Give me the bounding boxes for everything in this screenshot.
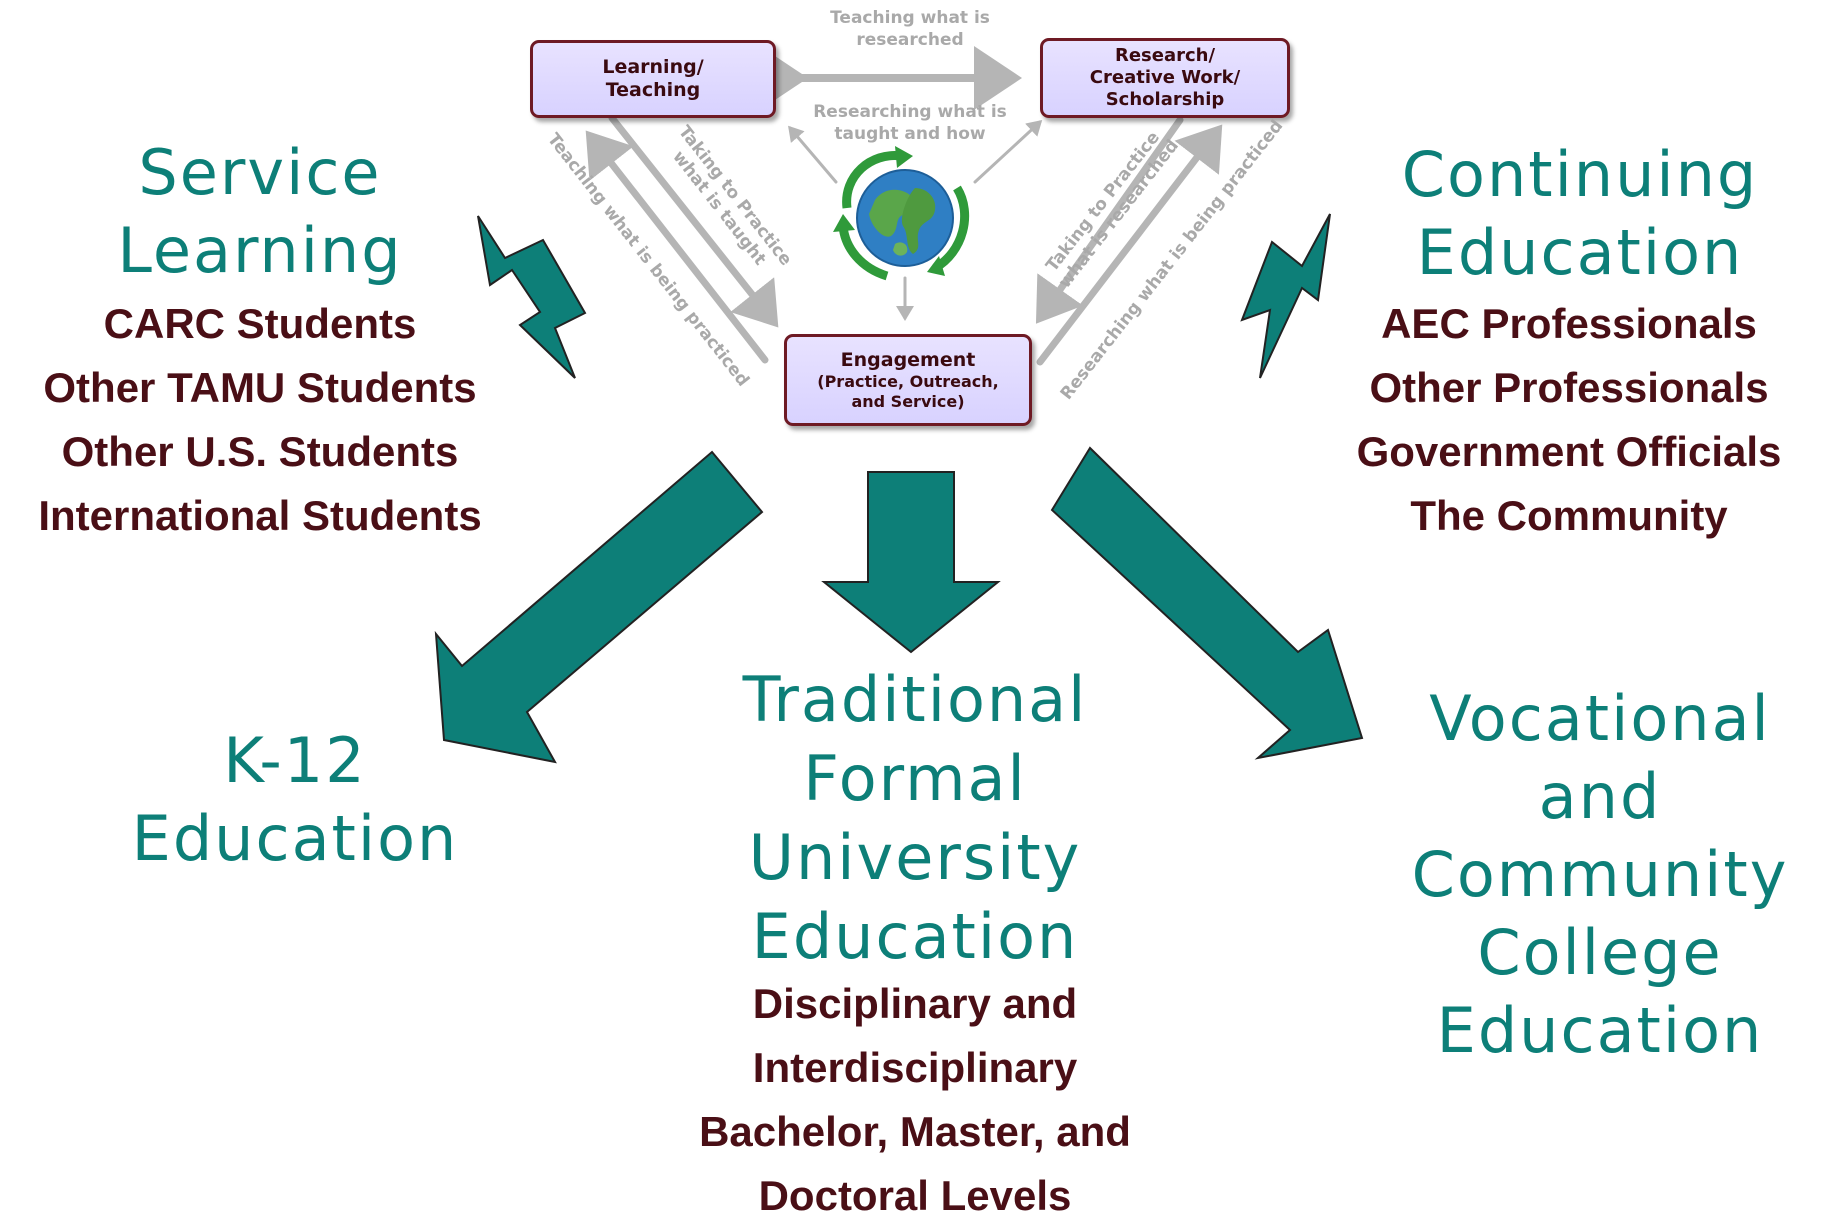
research-box: Research/ Creative Work/ Scholarship (1040, 38, 1290, 118)
group-item: Government Officials (1356, 428, 1782, 475)
arrow-globe-to-learning (788, 125, 838, 184)
zigzag-arrow-left (477, 215, 587, 379)
zigzag-arrow-right (1240, 213, 1331, 379)
arrow-learning-to-engagement (608, 114, 779, 328)
big-arrow-k12 (434, 450, 764, 764)
group-item: Interdisciplinary (752, 1044, 1078, 1091)
continuing-education-groups: AEC Professionals Other Professionals Go… (1314, 292, 1824, 548)
traditional-groups: Disciplinary and Interdisciplinary Bache… (630, 972, 1200, 1228)
group-item: Disciplinary and (752, 980, 1078, 1027)
arrow-research-to-engagement (1046, 140, 1090, 148)
learning-teaching-label: Learning/ Teaching (602, 56, 704, 101)
group-item: Doctoral Levels (758, 1172, 1072, 1219)
label-teaching-researched: Teaching what is researched (830, 8, 990, 50)
vocational-title: Vocational and Community College Educati… (1411, 682, 1789, 1067)
arrow-engagement-to-learning (585, 130, 769, 364)
big-arrow-traditional (821, 471, 1001, 654)
arrow-globe-to-research (973, 119, 1043, 184)
group-item: Other TAMU Students (43, 364, 477, 411)
group-item: Other Professionals (1369, 364, 1769, 411)
group-item: The Community (1410, 492, 1728, 539)
traditional-title: Traditional Formal University Education (742, 663, 1088, 973)
research-label: Research/ Creative Work/ Scholarship (1089, 45, 1241, 110)
group-item: Other U.S. Students (61, 428, 459, 475)
engagement-subtitle: (Practice, Outreach, and Service) (817, 371, 999, 411)
service-learning-title: Service Learning (117, 136, 403, 287)
globe-icon (833, 146, 970, 281)
k12-title: K-12 Education (131, 724, 459, 875)
continuing-education-title: Continuing Education (1401, 138, 1759, 289)
group-item: International Students (38, 492, 482, 539)
engagement-box: Engagement (Practice, Outreach, and Serv… (784, 334, 1032, 426)
group-item: CARC Students (103, 300, 417, 347)
big-arrow-vocational (1050, 446, 1364, 760)
service-learning-groups: CARC Students Other TAMU Students Other … (0, 292, 520, 548)
group-item: AEC Professionals (1381, 300, 1757, 347)
engagement-title: Engagement (840, 348, 976, 371)
arrow-research-to-engagement-2 (1035, 116, 1184, 324)
label-researching-taught: Researching what is taught and how (813, 102, 1007, 144)
group-item: Bachelor, Master, and (699, 1108, 1131, 1155)
arrow-engagement-to-research (1036, 124, 1223, 366)
learning-teaching-box: Learning/ Teaching (530, 40, 776, 118)
